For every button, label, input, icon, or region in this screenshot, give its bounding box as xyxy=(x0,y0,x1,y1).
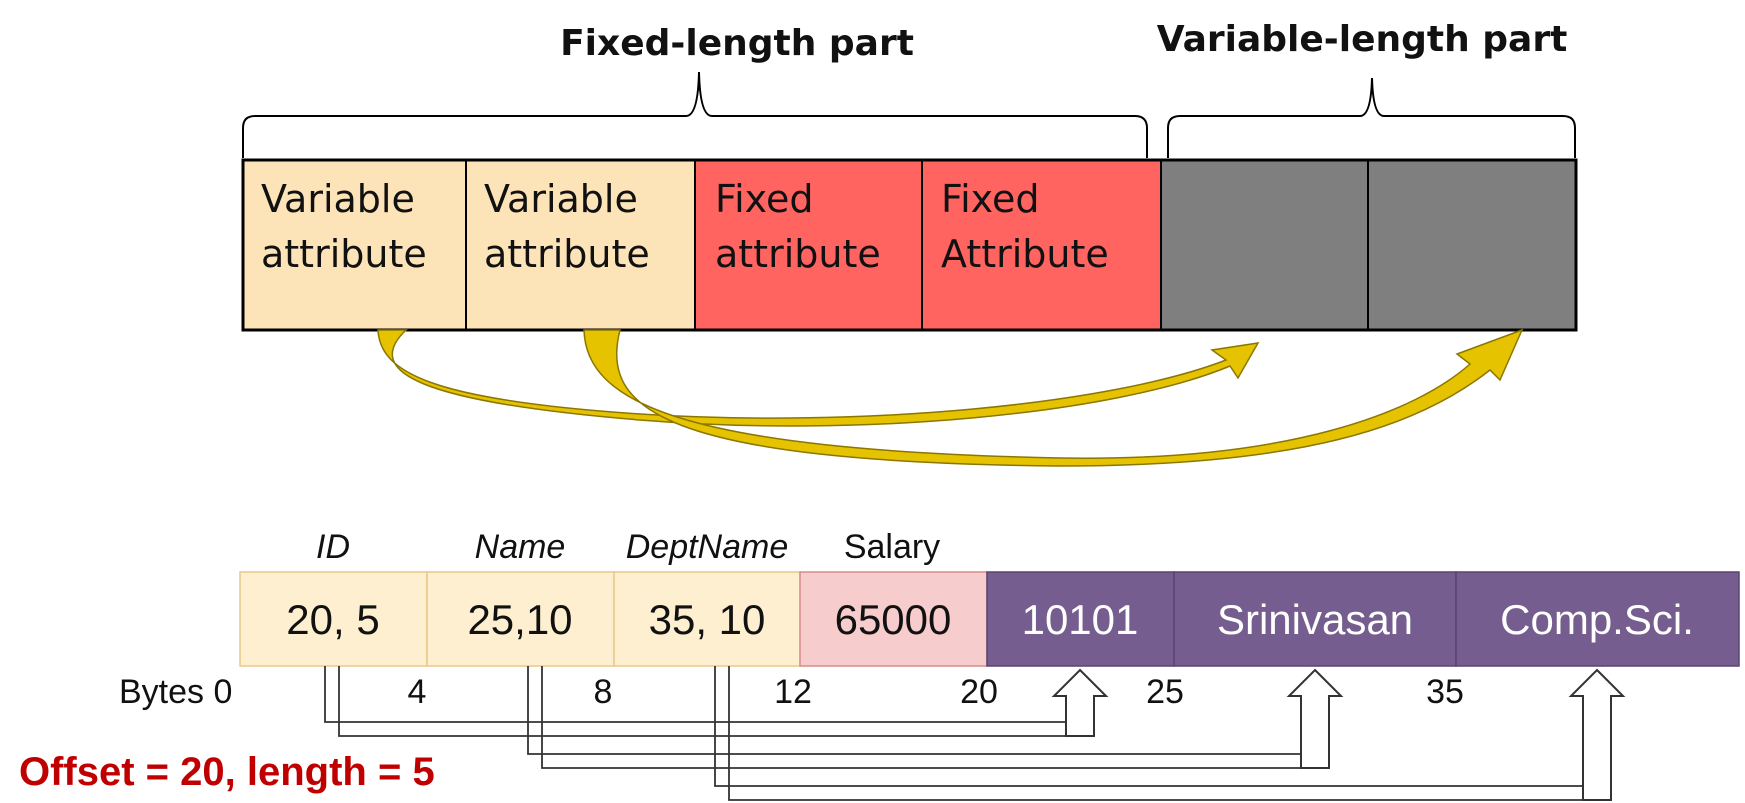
top-cell-variable-attribute-1 xyxy=(242,159,467,331)
byte-label-12: 12 xyxy=(774,673,812,711)
top-cell-4-line2: Attribute xyxy=(941,232,1109,276)
offset-annotation: Offset = 20, length = 5 xyxy=(19,750,435,794)
header-deptname: DeptName xyxy=(626,528,789,566)
header-name: Name xyxy=(475,528,566,566)
connector-2 xyxy=(527,666,1301,769)
bottom-cell-salary xyxy=(799,571,988,667)
pointer-arrow-1 xyxy=(377,329,1260,427)
variable-length-part-label: Variable-length part xyxy=(1157,19,1568,60)
top-cell-2-line1: Variable xyxy=(484,177,638,221)
top-cell-variable-attribute-2 xyxy=(465,159,696,331)
value-name-data: Srinivasan xyxy=(1217,596,1413,643)
byte-label-25: 25 xyxy=(1146,673,1184,711)
top-cell-3-line1: Fixed xyxy=(715,177,813,221)
top-record-outline xyxy=(241,158,1578,332)
value-id-offset: 20, 5 xyxy=(286,596,379,643)
top-cell-3-line2: attribute xyxy=(715,232,881,276)
hollow-arrowhead-2 xyxy=(1286,668,1344,769)
fixed-part-brace xyxy=(242,71,1148,158)
header-id: ID xyxy=(316,528,350,566)
bottom-cell-data-id xyxy=(986,571,1175,667)
value-dept-data: Comp.Sci. xyxy=(1500,596,1694,643)
variable-part-brace xyxy=(1167,77,1576,158)
pointer-arrow-2 xyxy=(583,328,1524,467)
bottom-cell-id xyxy=(239,571,428,667)
bytes-label: Bytes 0 xyxy=(119,673,232,711)
header-salary: Salary xyxy=(844,528,940,566)
byte-label-20: 20 xyxy=(960,673,998,711)
connector-lines xyxy=(324,666,1583,801)
value-salary: 65000 xyxy=(835,596,952,643)
bottom-cell-deptname xyxy=(613,571,801,667)
bottom-cell-data-dept xyxy=(1455,571,1740,667)
top-cell-1-line2: attribute xyxy=(261,232,427,276)
top-cell-data-2 xyxy=(1367,159,1577,331)
byte-label-4: 4 xyxy=(408,673,427,711)
hollow-arrowhead-3 xyxy=(1568,668,1626,801)
connector-1 xyxy=(324,666,1066,737)
value-id-data: 10101 xyxy=(1022,596,1139,643)
top-cell-4-line1: Fixed xyxy=(941,177,1039,221)
hollow-arrowhead-1 xyxy=(1051,668,1109,737)
byte-label-35: 35 xyxy=(1426,673,1464,711)
top-cell-1-line1: Variable xyxy=(261,177,415,221)
fixed-length-part-label: Fixed-length part xyxy=(560,23,914,64)
bottom-cell-name xyxy=(426,571,615,667)
connector-3 xyxy=(714,666,1583,801)
bottom-cell-data-name xyxy=(1173,571,1457,667)
top-cell-2-line2: attribute xyxy=(484,232,650,276)
value-name-offset: 25,10 xyxy=(467,596,572,643)
top-cell-fixed-attribute-2 xyxy=(921,159,1162,331)
top-cell-data-1 xyxy=(1160,159,1369,331)
byte-label-8: 8 xyxy=(594,673,613,711)
value-dept-offset: 35, 10 xyxy=(649,596,766,643)
